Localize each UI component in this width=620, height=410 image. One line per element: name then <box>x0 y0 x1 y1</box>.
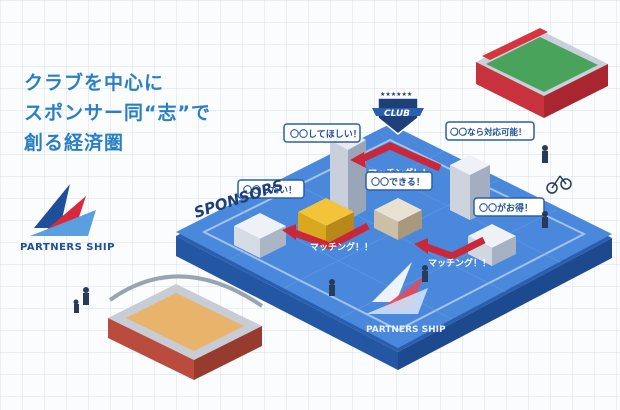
partners-ship-logo-icon <box>30 184 96 236</box>
center-logo <box>366 262 428 314</box>
club-stars-icon: ★★★★★★ <box>380 91 412 98</box>
matching-arrows <box>290 142 486 260</box>
headline: クラブを中心に スポンサー同“志”で 創る経済圏 <box>24 68 244 158</box>
platform-front-right <box>398 238 612 370</box>
bubble-want-text: 〇〇してほしい！ <box>290 128 362 140</box>
building-house <box>374 198 422 240</box>
bubble-wish-text: 〇〇したい！ <box>243 184 297 196</box>
center-logo-text: PARTNERS SHIP <box>366 325 446 335</box>
partners-ship-logo-text: PARTNERS SHIP <box>20 242 115 253</box>
bubble-can-text: 〇〇できる！ <box>371 176 425 188</box>
headline-line-2: スポンサー同“志”で <box>24 102 211 124</box>
cyclist <box>546 175 572 194</box>
building-tower <box>330 130 366 220</box>
building-factory <box>298 198 354 244</box>
arena-bottom-left <box>108 274 264 380</box>
bubble-available: 〇〇なら対応可能！ <box>445 121 535 141</box>
bubble-want: 〇〇してほしい！ <box>283 123 362 143</box>
people <box>73 145 548 313</box>
club-label: CLUB <box>384 109 410 119</box>
club-crest: CLUB ★★★★★★ <box>372 91 424 135</box>
headline-line-1: クラブを中心に <box>24 72 165 94</box>
arrow-left <box>290 222 370 250</box>
platform-road <box>201 138 587 332</box>
arrow-top <box>358 142 442 172</box>
stadium-top-right <box>476 28 608 118</box>
platform-front-left <box>176 236 398 370</box>
bubble-can: 〇〇できる！ <box>365 171 433 191</box>
bubble-wish: 〇〇したい！ <box>237 179 305 199</box>
headline-line-3: 創る経済圏 <box>24 132 125 154</box>
logo-sail-1 <box>372 262 412 302</box>
arrow-heads <box>282 152 428 254</box>
bubble-deal: 〇〇がお得！ <box>473 197 545 217</box>
arrow-label-3: マッチング！！ <box>428 257 491 269</box>
bubble-deal-text: 〇〇がお得！ <box>479 202 533 214</box>
building-shop <box>234 213 286 258</box>
bubble-available-text: 〇〇なら対応可能！ <box>450 127 527 138</box>
arrow-label-2: マッチング！！ <box>310 241 373 253</box>
logo-sail-3 <box>366 288 428 314</box>
arrow-right <box>422 236 486 260</box>
